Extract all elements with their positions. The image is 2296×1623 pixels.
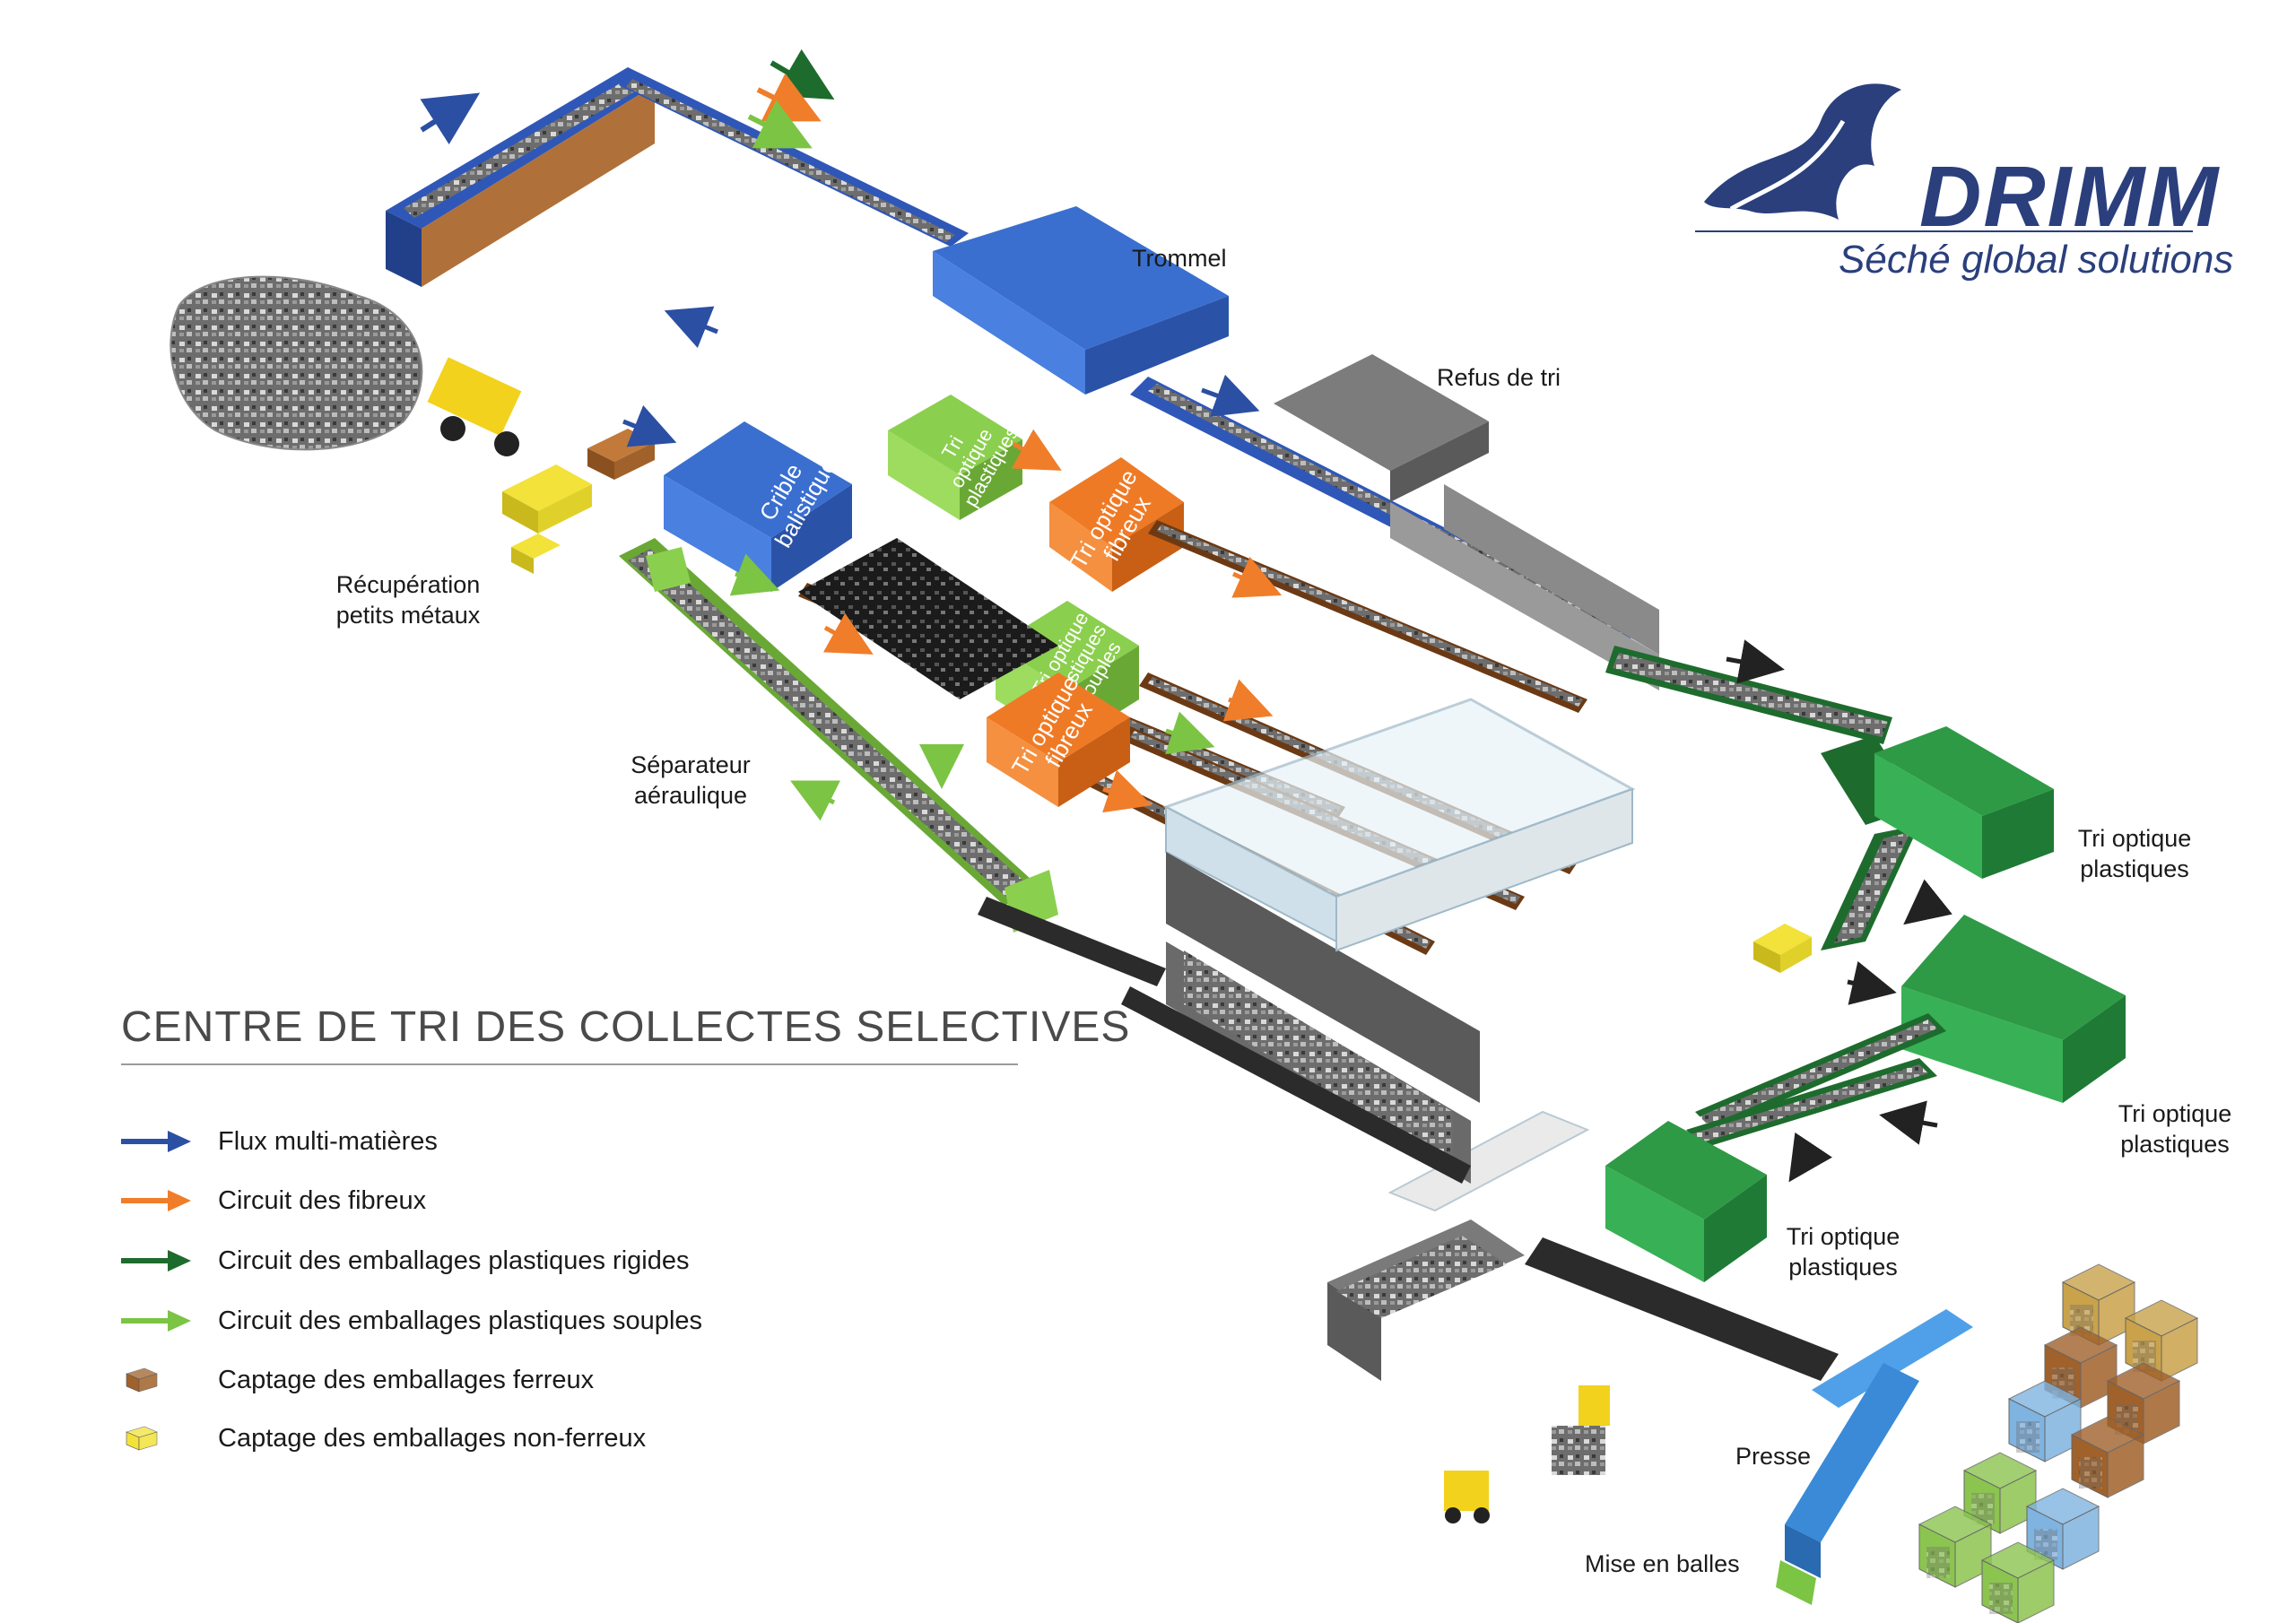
- sorting-cabin: [1162, 698, 1636, 1103]
- non-ferrous-bale: [1753, 924, 1812, 973]
- bales-grid: [1918, 1263, 2199, 1623]
- label-tri-optique-3: Tri optique plastiques: [1753, 1221, 1933, 1282]
- label-tri-optique-1: Tri optique plastiques: [2045, 823, 2224, 884]
- forklift-bale: [1552, 1385, 1610, 1475]
- light-green-arrow-icon: [121, 1310, 191, 1332]
- legend-rule: [121, 1063, 1018, 1065]
- legend-item: Captage des emballages ferreux: [121, 1362, 594, 1398]
- label-refus: Refus de tri: [1437, 364, 1561, 391]
- yellow-cube-icon: [126, 1426, 158, 1451]
- legend-item-label: Circuit des emballages plastiques souple…: [218, 1306, 703, 1335]
- press-machine: [1776, 1309, 1973, 1605]
- tri-optique-plastiques-machine: Tri optique plastiques: [888, 395, 1023, 520]
- trommel-machine: [933, 206, 1229, 395]
- infeed-conveyor: [619, 67, 969, 247]
- waste-pile: [170, 275, 423, 451]
- lower-bunkers: [1166, 942, 1590, 1381]
- label-trommel: Trommel: [1132, 245, 1227, 272]
- legend-item-label: Captage des emballages non-ferreux: [218, 1423, 647, 1453]
- label-tri-optique-1-line2: plastiques: [2080, 855, 2189, 882]
- orange-arrow-icon: [121, 1190, 191, 1211]
- forklift-left: [1444, 1471, 1490, 1523]
- legend-item-label: Circuit des emballages plastiques rigide…: [218, 1245, 690, 1275]
- infeed-hopper: [386, 67, 655, 287]
- crible-balistique-machine: Crible balistique: [664, 421, 852, 592]
- legend-item: Circuit des emballages plastiques souple…: [121, 1303, 702, 1339]
- label-presse: Presse: [1735, 1443, 1812, 1470]
- blue-arrow-icon: [121, 1131, 191, 1152]
- legend-item: Circuit des emballages plastiques rigide…: [121, 1243, 689, 1279]
- wheel-loader: [427, 357, 522, 456]
- label-tri-optique-3-line2: plastiques: [1788, 1254, 1898, 1280]
- label-tri-optique-1-line1: Tri optique: [2077, 825, 2192, 852]
- legend-item: Flux multi-matières: [121, 1124, 438, 1159]
- brand-tagline: Séché global solutions: [1839, 238, 2234, 282]
- rigid-plastics-conveyors: [1605, 646, 1919, 950]
- label-tri-optique-2-line1: Tri optique: [2118, 1100, 2232, 1127]
- label-tri-optique-3-line1: Tri optique: [1786, 1223, 1900, 1250]
- label-recuperation-line1: Récupération: [335, 571, 481, 598]
- drimm-logo: DRIMM Séché global solutions: [1695, 67, 2233, 300]
- legend-title: CENTRE DE TRI DES COLLECTES SELECTIVES: [121, 1003, 1131, 1051]
- label-recuperation-line2: petits métaux: [335, 602, 481, 629]
- label-recuperation: Récupération petits métaux: [318, 569, 498, 630]
- label-separateur-line2: aéraulique: [633, 782, 748, 809]
- leaf-icon: [1704, 83, 1901, 220]
- legend-item: Circuit des fibreux: [121, 1183, 426, 1219]
- label-separateur: Séparateur aéraulique: [601, 750, 780, 811]
- legend-item-label: Flux multi-matières: [218, 1126, 438, 1156]
- tri-optique-right-1-machine: [1874, 726, 2054, 879]
- label-mise-en-balles: Mise en balles: [1585, 1550, 1740, 1577]
- ballistic-output-conveyor: [798, 538, 1058, 699]
- refus-bunkers: [1274, 354, 1659, 690]
- tri-optique-fibreux-bottom-machine: Tri optique fibreux: [987, 671, 1130, 807]
- label-tri-optique-2: Tri optique plastiques: [2085, 1098, 2265, 1159]
- tri-optique-right-3-machine: [1605, 1121, 1767, 1282]
- brand-name: DRIMM: [1919, 149, 2221, 245]
- label-tri-optique-2-line2: plastiques: [2120, 1131, 2230, 1158]
- legend-item-label: Captage des emballages ferreux: [218, 1365, 595, 1394]
- legend-item-label: Circuit des fibreux: [218, 1185, 427, 1215]
- tri-optique-right-2-machine: [1901, 915, 2126, 1103]
- flow-arrows: [420, 48, 1952, 1183]
- brown-cube-icon: [126, 1367, 158, 1393]
- dark-green-arrow-icon: [121, 1250, 191, 1271]
- legend-item: Captage des emballages non-ferreux: [121, 1420, 646, 1456]
- brand-rule: [1695, 230, 2193, 232]
- press-conveyor: [978, 897, 1839, 1381]
- label-separateur-line1: Séparateur: [631, 751, 751, 778]
- tri-3-infeed-conveyors: [1686, 1013, 1946, 1148]
